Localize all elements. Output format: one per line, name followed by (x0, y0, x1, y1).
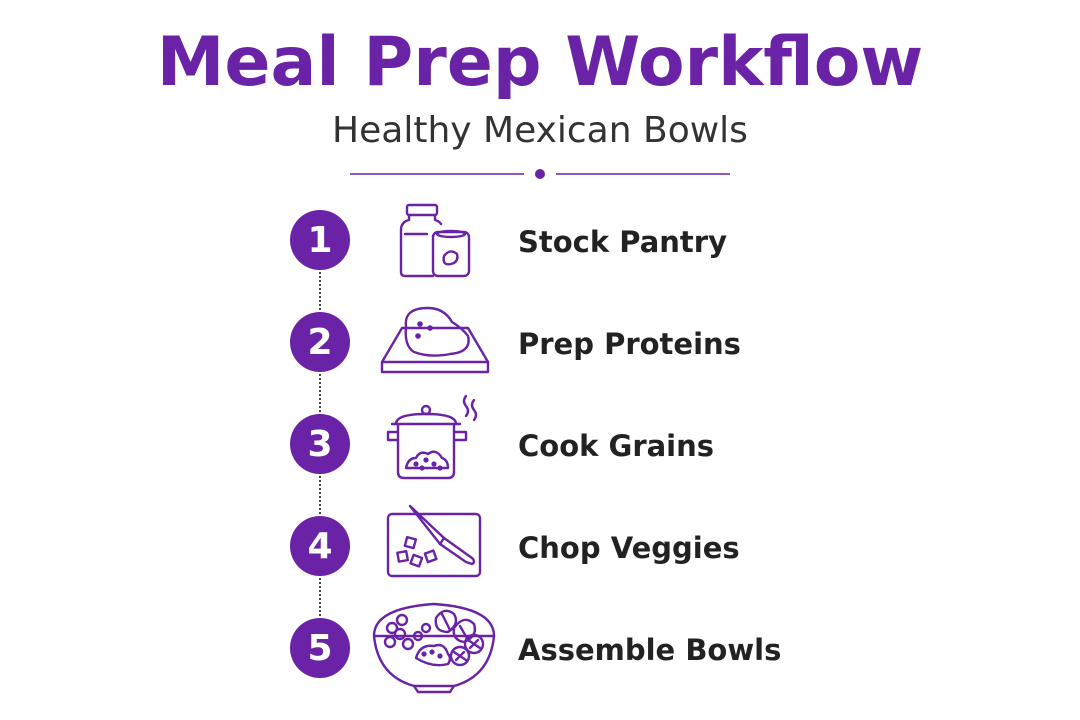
step-label: Chop Veggies (518, 531, 740, 565)
page-subtitle: Healthy Mexican Bowls (332, 110, 748, 151)
step-number-badge: 5 (290, 618, 350, 678)
step-connector (319, 374, 321, 412)
knife-cutting-board-icon (386, 502, 486, 582)
page-title: Meal Prep Workflow (156, 23, 924, 102)
step-number-badge: 4 (290, 516, 350, 576)
step-number-badge: 2 (290, 312, 350, 372)
step-label: Prep Proteins (518, 327, 741, 361)
pantry-jars-icon (395, 200, 475, 280)
step-number-badge: 3 (290, 414, 350, 474)
salad-bowl-icon (370, 598, 498, 698)
step-label: Cook Grains (518, 429, 715, 463)
step-connector (319, 476, 321, 514)
step-number-badge: 1 (290, 210, 350, 270)
step-connector (319, 272, 321, 310)
step-label: Assemble Bowls (518, 633, 782, 667)
cooking-pot-icon (382, 394, 482, 484)
chicken-cutting-board-icon (378, 300, 490, 380)
step-connector (319, 578, 321, 616)
step-label: Stock Pantry (518, 225, 728, 259)
title-divider (350, 169, 730, 179)
